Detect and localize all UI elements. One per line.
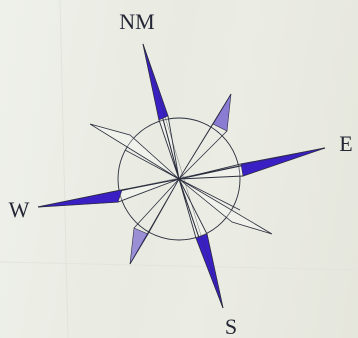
east-west-axis bbox=[38, 148, 325, 207]
label-east: E bbox=[339, 131, 352, 156]
paper-fold-line bbox=[0, 262, 358, 270]
east-point-shade bbox=[241, 148, 325, 176]
north-point-shade bbox=[143, 44, 168, 120]
center-pivot bbox=[177, 177, 180, 180]
label-west: W bbox=[9, 197, 30, 222]
south-point-shade bbox=[196, 234, 223, 308]
label-south: S bbox=[225, 314, 237, 338]
paper-fold-line bbox=[60, 0, 68, 338]
label-north: NM bbox=[119, 9, 154, 34]
